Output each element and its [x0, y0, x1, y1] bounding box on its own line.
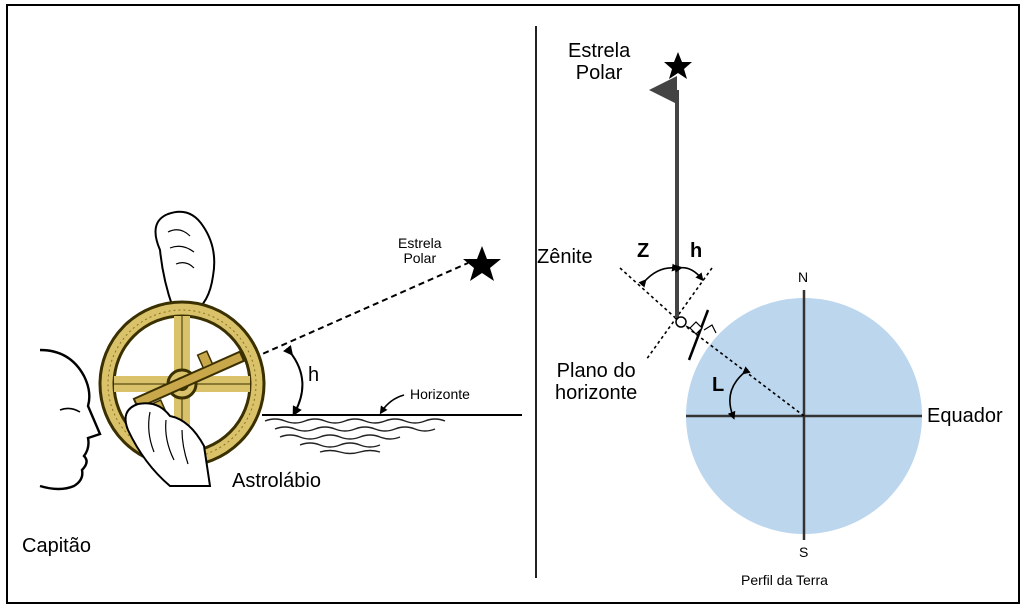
- horizon-plane-label-line1: Plano do: [556, 360, 636, 382]
- h-arc-right: [674, 264, 704, 282]
- latitude-label: L: [712, 374, 725, 396]
- equator-label: Equador: [927, 405, 1003, 427]
- captain-label: Capitão: [22, 535, 91, 557]
- z-label: Z: [637, 240, 650, 262]
- astrolabe-label: Astrolábio: [232, 470, 321, 492]
- panel-divider: [535, 26, 537, 578]
- angle-h-arc-left: [282, 344, 304, 417]
- h-label: h: [690, 240, 703, 262]
- right-star-label-line1: Estrela: [568, 40, 631, 62]
- observer-radius: [679, 321, 805, 417]
- north-label: N: [798, 269, 809, 285]
- star-icon-left: [463, 246, 501, 281]
- zenith-label: Zênite: [537, 246, 593, 268]
- captain-face: [39, 348, 102, 491]
- horizon-plane-label: Plano do horizonte: [555, 360, 637, 404]
- observer-icon: [675, 316, 703, 335]
- right-diagram: [619, 52, 922, 540]
- south-label: S: [799, 544, 809, 560]
- horizon-label: Horizonte: [410, 386, 470, 402]
- upper-hand: [154, 210, 216, 314]
- left-star-label-line2: Polar: [403, 250, 437, 267]
- right-star-label: Estrela Polar: [568, 40, 630, 84]
- right-angle-mark: [703, 324, 717, 334]
- left-illustration: [39, 210, 522, 491]
- sea-waves: [264, 418, 446, 455]
- left-star-label-line1: Estrela: [398, 235, 442, 251]
- zenith-line: [619, 267, 681, 323]
- z-arc: [638, 263, 680, 288]
- left-angle-label: h: [308, 364, 320, 386]
- earth-profile-label: Perfil da Terra: [741, 572, 828, 588]
- horizon-pointer: [379, 394, 405, 415]
- right-star-label-line2: Polar: [575, 62, 623, 84]
- latitude-arc: [727, 366, 751, 420]
- horizon-plane-label-line2: horizonte: [555, 382, 638, 404]
- horizon-plane-line: [687, 309, 710, 361]
- star-icon-right: [664, 52, 692, 79]
- left-star-label: Estrela Polar: [398, 235, 442, 267]
- diagram-frame: [6, 4, 1020, 604]
